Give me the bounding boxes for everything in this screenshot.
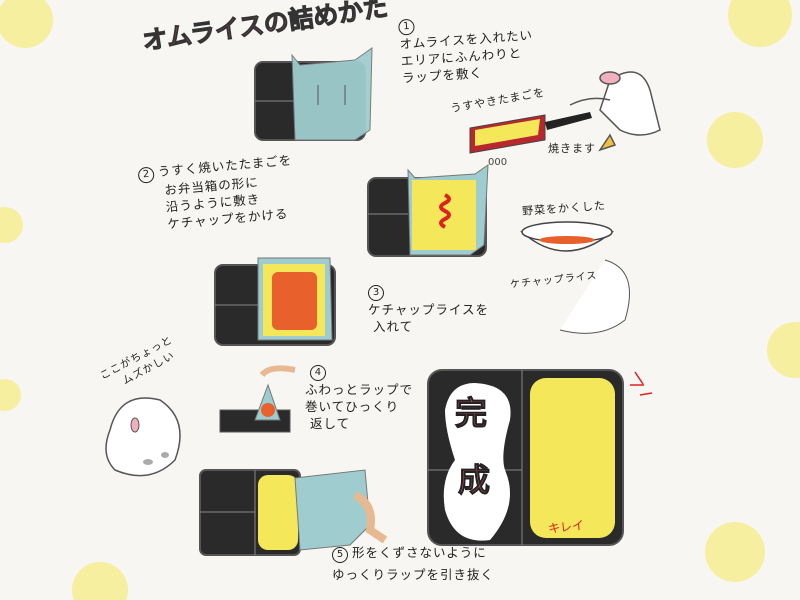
done-char-2: 成: [457, 461, 491, 500]
bento-step1: [254, 47, 373, 141]
round-creature: [105, 397, 181, 477]
step-line: ふわっとラップで: [305, 382, 414, 397]
step-line: ゆっくりラップを引き抜く: [332, 567, 495, 582]
bento-final: [427, 369, 653, 546]
rice-bowl: [520, 221, 630, 334]
step-line: 入れて: [372, 319, 414, 334]
bird-character: [569, 71, 661, 152]
frying-pan: 000: [469, 112, 592, 168]
svg-text:000: 000: [488, 157, 507, 168]
note-egg-bake: 焼きます: [548, 140, 596, 157]
step-line: ケチャップライスを: [368, 302, 490, 317]
step-number: 1: [397, 18, 416, 36]
step-line: 形をくずさないように: [352, 545, 487, 560]
step-5: 5 形をくずさないように ゆっくりラップを引き抜く: [332, 542, 494, 586]
step-number: 3: [368, 285, 384, 301]
done-char-1: 完: [454, 394, 488, 433]
bento-step2: [367, 164, 489, 257]
step-line: 巻いてひっくり: [305, 399, 400, 414]
bento-step3: [214, 257, 336, 346]
step-3: 3 ケチャップライスを 入れて: [368, 282, 489, 335]
note-line: 焼きます: [548, 142, 596, 155]
step-number: 5: [332, 547, 348, 563]
step-line: 返して: [309, 416, 351, 431]
bento-step4: [219, 365, 296, 433]
step-4: 4 ふわっとラップで 巻いてひっくり 返して: [305, 362, 413, 432]
step-1: 1 オムライスを入れたい エリアにふんわりと ラップを敷く: [397, 7, 536, 86]
bento-step5: [199, 469, 388, 556]
step-number: 4: [309, 365, 326, 381]
step-number: 2: [137, 166, 155, 184]
